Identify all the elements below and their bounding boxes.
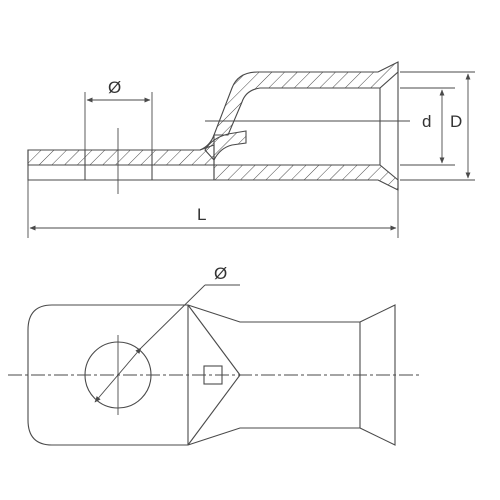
- tongue-section-hatch: [27, 144, 215, 166]
- barrel-lower-wall-hatch: [213, 164, 399, 191]
- taper-inner-lower: [187, 374, 241, 446]
- side-view-dimensions: [27, 71, 475, 238]
- label-length: L: [197, 205, 206, 224]
- label-hole-diameter-top: Ø: [214, 264, 227, 283]
- inspection-notch: [204, 130, 247, 161]
- hole-dim-leader: [140, 284, 206, 349]
- label-hole-diameter-side: Ø: [108, 78, 121, 97]
- taper-inner-upper: [187, 304, 241, 376]
- label-inner-diameter: d: [422, 112, 431, 131]
- top-view-dimensions: [8, 284, 420, 415]
- hole-dim-diagonal: [94, 347, 142, 403]
- side-section-view: [27, 61, 399, 191]
- barrel-upper-wall-hatch: [213, 61, 399, 136]
- label-outer-diameter: D: [450, 112, 462, 131]
